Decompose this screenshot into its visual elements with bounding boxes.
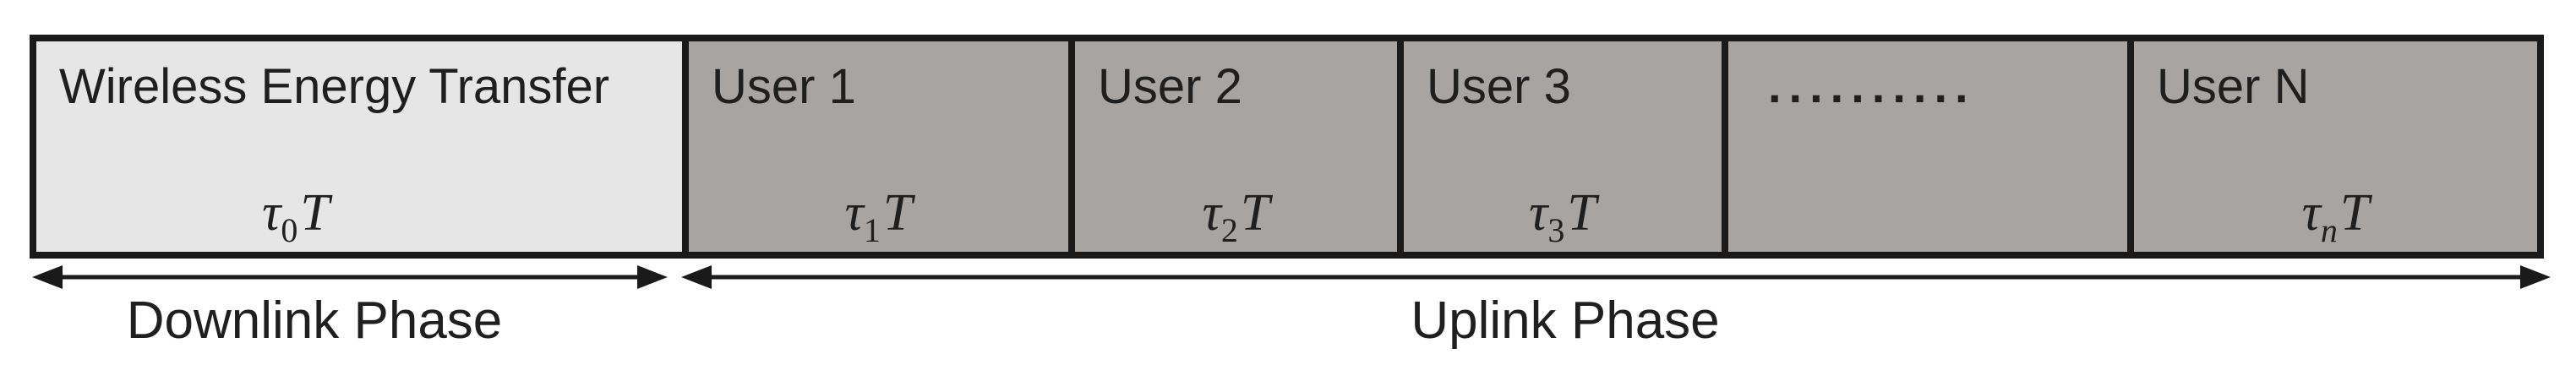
segment-label: User N: [2157, 59, 2310, 114]
duration-formula-tau3T: τ3T: [1404, 183, 1722, 248]
downlink-arrow: [32, 265, 668, 289]
t-symbol: T: [2339, 184, 2370, 242]
segment-label: User 3: [1427, 59, 1571, 114]
tau-subscript: 3: [1547, 211, 1565, 249]
duration-formula-tau1T: τ1T: [689, 183, 1068, 248]
t-symbol: T: [1567, 184, 1596, 242]
tau-symbol: τ: [844, 184, 864, 242]
t-symbol: T: [300, 184, 330, 242]
segment-label: User 1: [712, 59, 856, 114]
segment-wireless-energy-transfer: Wireless Energy Transfer τ0T: [36, 41, 682, 252]
segment-label: User 2: [1098, 59, 1242, 114]
t-symbol: T: [882, 184, 913, 242]
tau-subscript: 2: [1220, 211, 1238, 249]
uplink-arrow: [681, 265, 2551, 289]
segment-user-3: User 3 τ3T: [1397, 41, 1722, 252]
ellipsis-dots: ..........: [1768, 59, 1976, 112]
tau-symbol: τ: [262, 184, 281, 242]
tau-symbol: τ: [1202, 184, 1221, 242]
tau-subscript: n: [2320, 211, 2338, 249]
segment-user-1: User 1 τ1T: [682, 41, 1068, 252]
segment-label: Wireless Energy Transfer: [59, 59, 610, 114]
tau-subscript: 1: [863, 211, 881, 249]
duration-formula-taunT: τnT: [2134, 183, 2537, 248]
segment-ellipsis: ..........: [1722, 41, 2127, 252]
tau-symbol: τ: [1529, 184, 1548, 242]
tau-symbol: τ: [2301, 184, 2321, 242]
t-symbol: T: [1240, 184, 1270, 242]
duration-formula-tau0T: τ0T: [0, 183, 619, 248]
downlink-phase-label: Downlink Phase: [126, 291, 503, 350]
tau-subscript: 0: [281, 211, 298, 249]
segment-user-n: User N τnT: [2127, 41, 2537, 252]
uplink-phase-label: Uplink Phase: [1411, 291, 1720, 350]
duration-formula-tau2T: τ2T: [1075, 183, 1397, 248]
segment-user-2: User 2 τ2T: [1068, 41, 1397, 252]
time-frame-row: Wireless Energy Transfer τ0T User 1 τ1T …: [30, 35, 2544, 259]
